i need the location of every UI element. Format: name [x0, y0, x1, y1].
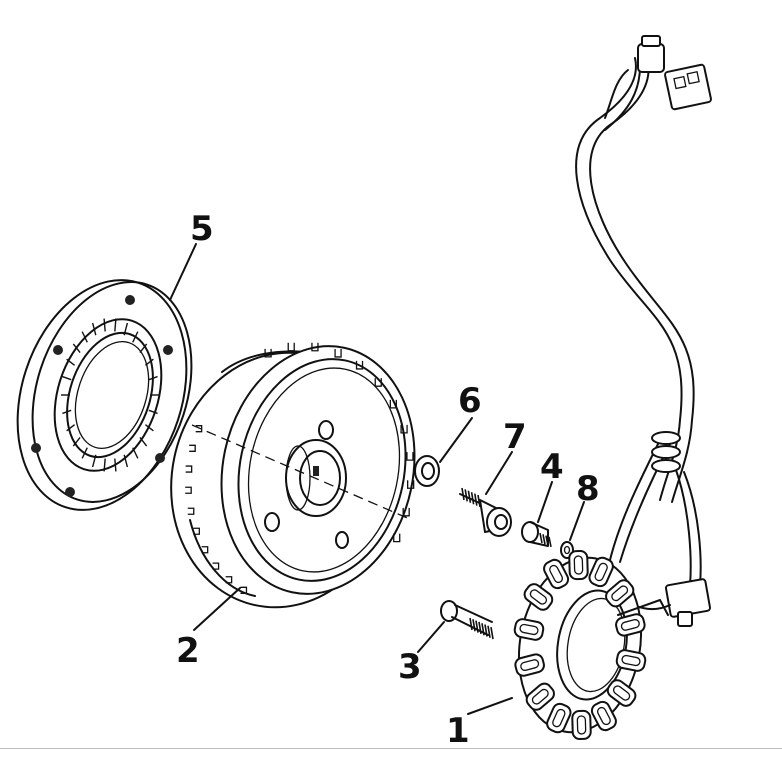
callout-6: 6: [458, 381, 482, 421]
flywheel-bolt-part-7: [459, 487, 512, 537]
flywheel-notches: [185, 342, 415, 594]
callout-8: 8: [576, 469, 600, 509]
bolt-hole: [65, 487, 75, 497]
bolt-hole: [155, 453, 165, 463]
bolt-hole: [163, 345, 173, 355]
starter-clutch-ring: [16, 279, 193, 511]
stator-coils: [513, 549, 647, 741]
harness-connector: [604, 35, 712, 119]
flywheel-rotor: [170, 342, 416, 609]
sprag-rollers: [61, 318, 159, 472]
stator-assembly: [513, 35, 712, 741]
page-separator: [0, 748, 782, 749]
bolt-hole: [53, 345, 63, 355]
callout-3: 3: [398, 647, 422, 687]
washer-part-6: [414, 455, 440, 487]
callout-1: 1: [446, 711, 470, 751]
callout-5: 5: [190, 209, 214, 249]
leader-lines: [169, 243, 585, 715]
collar-part-4: [521, 521, 552, 548]
callout-4: 4: [540, 447, 564, 487]
callout-7: 7: [503, 417, 527, 457]
bolt-hole: [125, 295, 135, 305]
stator-screw-part-3: [440, 600, 494, 640]
callout-2: 2: [176, 631, 200, 671]
bolt-hole: [31, 443, 41, 453]
